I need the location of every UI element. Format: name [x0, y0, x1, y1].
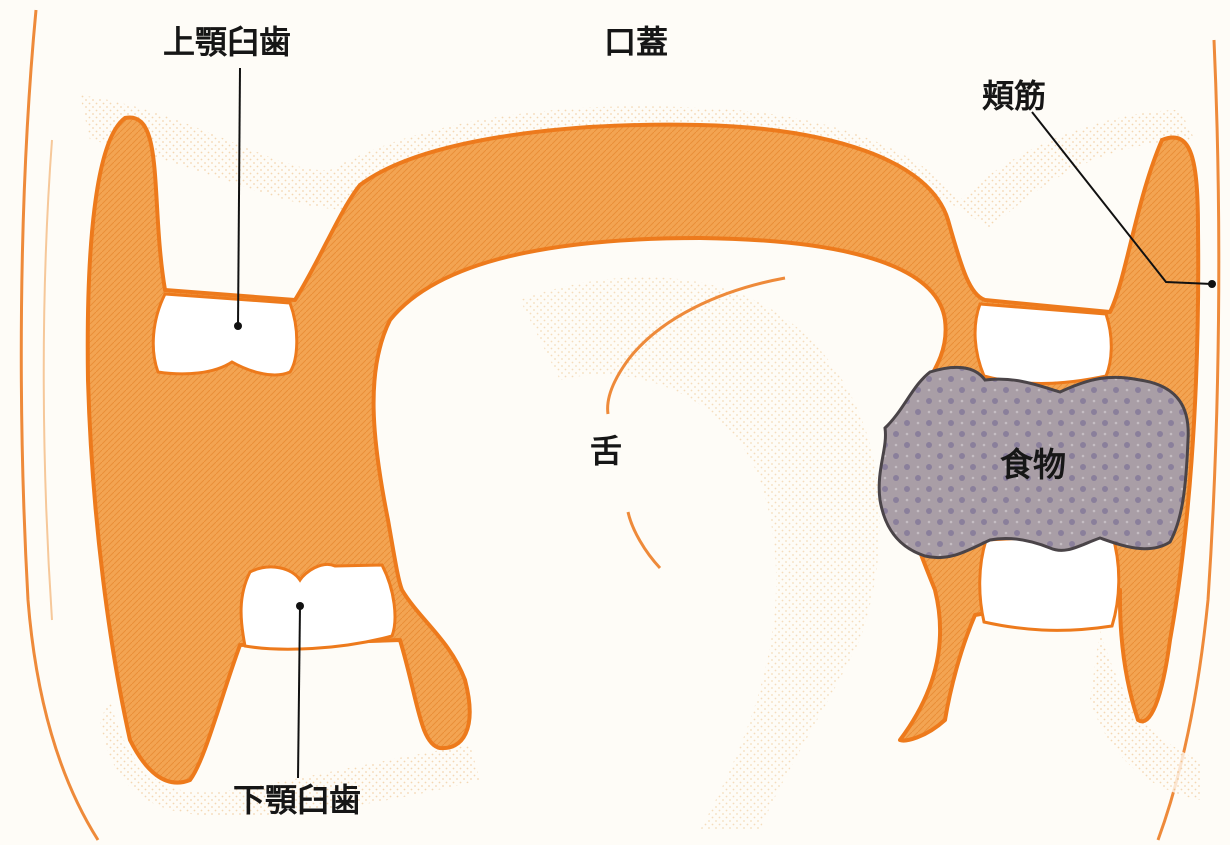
tongue-label: 舌 [590, 435, 622, 467]
lower-left-molar-shape [241, 564, 395, 649]
buccinator-leader-dot [1208, 280, 1216, 288]
food-label: 食物 [1000, 448, 1066, 481]
lower-molar-label: 下顎臼歯 [233, 784, 361, 816]
left-cheek-outline [21, 10, 98, 840]
upper-molar-label: 上顎臼歯 [163, 26, 291, 58]
tongue-lower-contour [628, 512, 660, 568]
upper-molar-leader-dot [234, 322, 242, 330]
lower-molar-leader-dot [296, 602, 304, 610]
upper-molar-leader-line [238, 68, 240, 326]
tongue-shading [520, 277, 880, 830]
upper-right-molar-shape [975, 304, 1111, 384]
palate-label: 口蓋 [604, 26, 668, 58]
left-cheek-inner-line [44, 140, 52, 620]
buccinator-label: 頬筋 [982, 80, 1046, 112]
upper-left-molar-shape [153, 294, 297, 375]
